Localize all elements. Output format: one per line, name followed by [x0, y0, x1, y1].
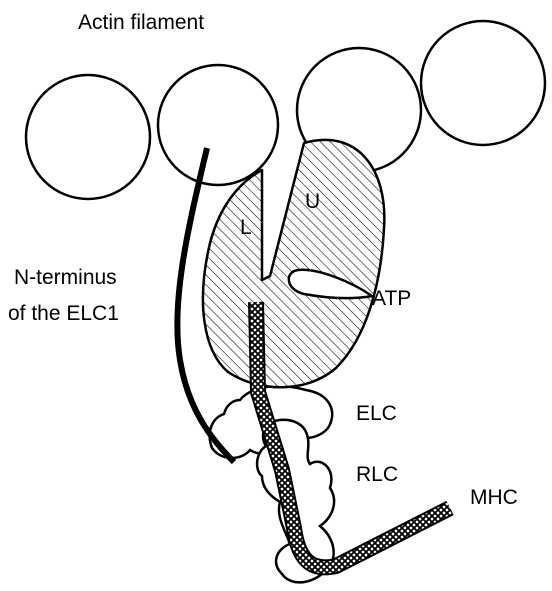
rlc-label: RLC	[356, 463, 398, 486]
elc-label: ELC	[356, 402, 397, 425]
actin-filament-label: Actin filament	[78, 11, 204, 34]
lower-domain-label: L	[240, 216, 252, 239]
actin-filament	[26, 21, 545, 199]
mhc-label: MHC	[470, 486, 518, 509]
n-terminus-label: N-terminus	[14, 266, 117, 289]
upper-domain-label: U	[305, 190, 320, 213]
atp-label: ATP	[372, 287, 411, 310]
actin-monomer	[26, 75, 150, 199]
elc1-label: of the ELC1	[8, 302, 119, 325]
actin-monomer	[158, 65, 278, 185]
actin-monomer	[421, 21, 545, 145]
